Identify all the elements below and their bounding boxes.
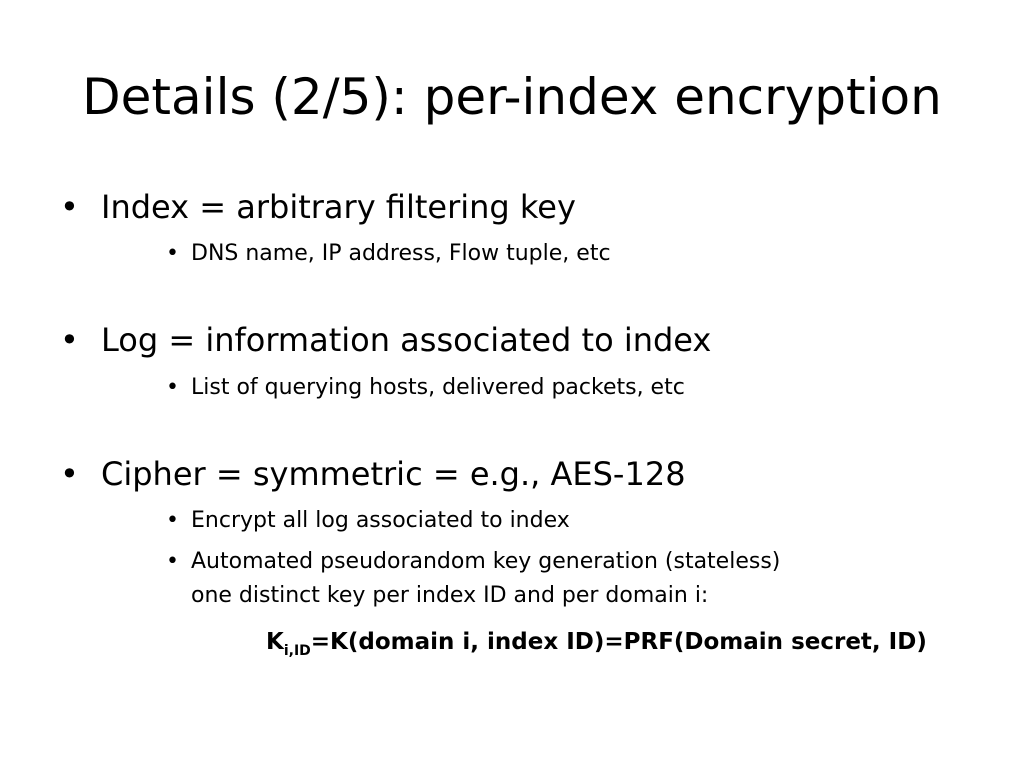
- bullet-icon: •: [166, 375, 179, 400]
- subbullet-text: Encrypt all log associated to index: [191, 508, 570, 533]
- bullet-text: Log = information associated to index: [101, 321, 712, 359]
- key-formula: Ki,ID=K(domain i, index ID)=PRF(Domain s…: [266, 626, 927, 658]
- formula-subscript: i,ID: [283, 643, 311, 659]
- subbullet-text: Automated pseudorandom key generation (s…: [191, 549, 781, 574]
- bullet-icon: •: [60, 321, 79, 359]
- slide-title: Details (2/5): per-index encryption: [82, 68, 942, 126]
- subbullet-text: one distinct key per index ID and per do…: [191, 583, 709, 608]
- bullet-icon: •: [166, 508, 179, 533]
- bullet-icon: •: [60, 188, 79, 226]
- formula-base: K: [266, 629, 284, 655]
- subbullet-text: List of querying hosts, delivered packet…: [191, 375, 685, 400]
- bullet-text: Index = arbitrary filtering key: [101, 188, 576, 226]
- bullet-icon: •: [166, 549, 179, 574]
- bullet-icon: •: [60, 455, 79, 493]
- bullet-icon: •: [166, 241, 179, 266]
- subbullet-text: DNS name, IP address, Flow tuple, etc: [191, 241, 611, 266]
- formula-rest: =K(domain i, index ID)=PRF(Domain secret…: [310, 629, 927, 655]
- bullet-text: Cipher = symmetric = e.g., AES-128: [101, 455, 686, 493]
